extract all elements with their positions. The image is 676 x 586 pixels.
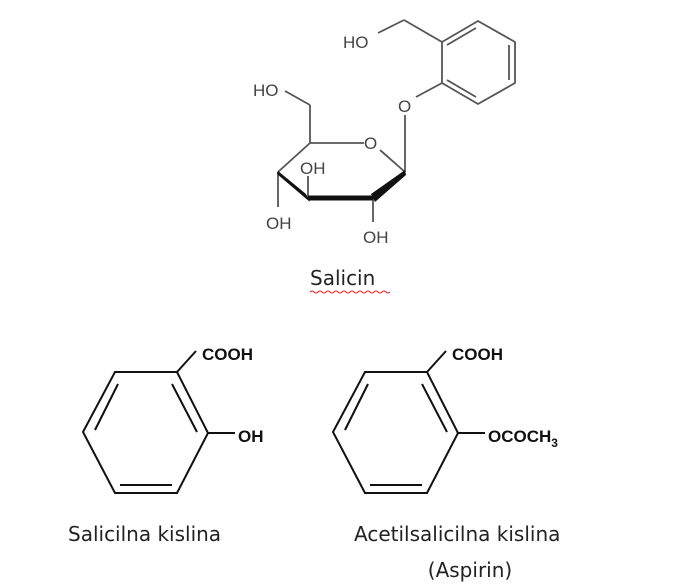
- spellcheck-underline: [309, 290, 391, 294]
- wedge-bond: [371, 170, 406, 202]
- aspirin-caption-2: (Aspirin): [428, 558, 512, 582]
- atom-label: COOH: [202, 345, 253, 364]
- ester-text: OCOCH: [488, 427, 551, 446]
- atom-label: O: [398, 97, 411, 116]
- aspirin-structure: [331, 350, 485, 494]
- salicylic-acid-caption: Salicilna kislina: [68, 522, 221, 546]
- atom-label: OH: [266, 214, 292, 233]
- wedge-bond: [277, 171, 310, 202]
- atom-label: COOH: [452, 345, 503, 364]
- salicylic-acid-structure: [81, 350, 235, 494]
- salicin-benzene-ring: [441, 19, 516, 106]
- salicin-structure: [277, 19, 516, 222]
- atom-label: HO: [343, 33, 369, 52]
- ester-subscript: 3: [551, 436, 558, 450]
- aspirin-caption: Acetilsalicilna kislina: [354, 522, 560, 546]
- atom-label: OH: [300, 159, 326, 178]
- atom-label: O: [364, 134, 377, 153]
- atom-label: OCOCH3: [488, 427, 558, 450]
- atom-label: OH: [363, 228, 389, 247]
- atom-label: OH: [238, 427, 264, 446]
- atom-label: HO: [253, 81, 279, 100]
- salicin-caption: Salicin: [310, 266, 375, 290]
